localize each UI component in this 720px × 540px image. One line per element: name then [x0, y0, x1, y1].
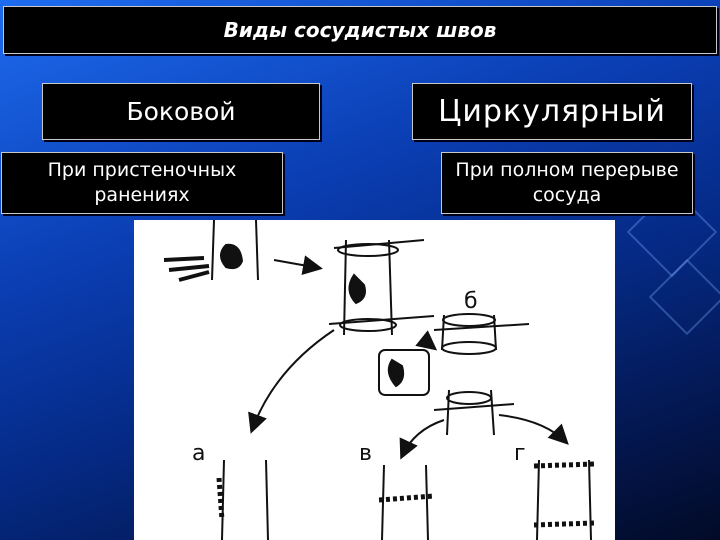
lateral-suture-heading: Боковой — [126, 97, 236, 126]
decorative-diamond — [648, 258, 720, 336]
label-g: г — [514, 441, 526, 466]
label-a: а — [192, 441, 205, 466]
lateral-suture-description: При пристеночных ранениях — [47, 159, 237, 206]
clamped-vessel — [328, 239, 435, 336]
circular-suture-heading: Циркулярный — [438, 94, 666, 129]
slide-title: Виды сосудистых швов — [223, 18, 497, 42]
circular-suture-description-box: При полном перерыве сосуда — [441, 152, 693, 214]
excised-segment — [378, 349, 430, 396]
wounded-vessel — [163, 220, 259, 282]
vessel-b — [433, 313, 530, 355]
lateral-suture-heading-box: Боковой — [42, 83, 320, 140]
circular-suture-heading-box: Циркулярный — [412, 83, 692, 140]
slide-title-box: Виды сосудистых швов — [3, 6, 717, 54]
illustration-drawing: а б в г — [163, 220, 595, 540]
vessel-g-source — [433, 389, 515, 436]
vascular-suture-illustration: а б в г — [134, 220, 615, 540]
result-vessel-g — [533, 459, 595, 540]
result-vessel-v — [378, 464, 435, 540]
circular-suture-description: При полном перерыве сосуда — [455, 159, 679, 206]
lateral-suture-description-box: При пристеночных ранениях — [1, 152, 283, 214]
result-vessel-a — [216, 459, 269, 540]
label-b: б — [464, 289, 478, 314]
label-v: в — [359, 441, 372, 466]
